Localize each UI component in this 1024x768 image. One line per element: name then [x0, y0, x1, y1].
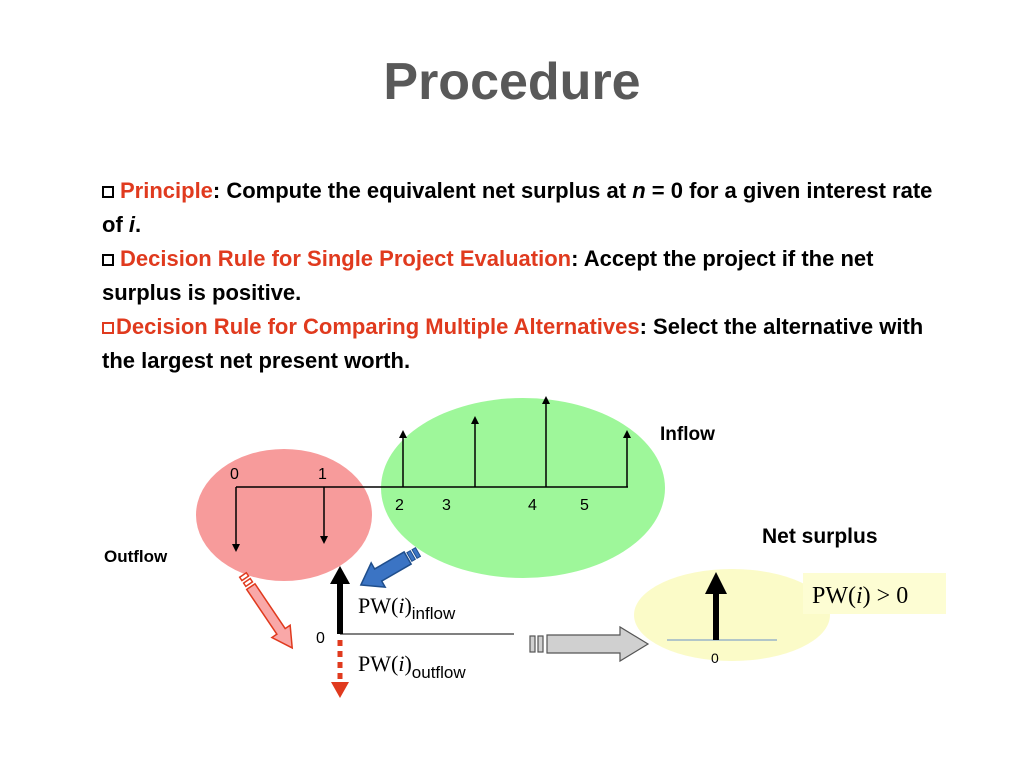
pw-inflow-arrowhead [330, 566, 350, 584]
bullet-text: : Select the alternative with the larges… [102, 314, 924, 373]
net-zero-label: 0 [711, 650, 719, 666]
variable-i: i [128, 212, 136, 237]
pw-zero-label: 0 [316, 630, 325, 647]
net-surplus-label: Net surplus [762, 525, 878, 548]
pw-inflow-label: PW(i)inflow [358, 593, 456, 623]
bullet-highlight: Decision Rule for Single Project Evaluat… [120, 246, 572, 271]
inflow-region [381, 398, 665, 578]
outflow-label: Outflow [104, 547, 168, 566]
tick-label: 3 [442, 497, 451, 514]
variable-n: n [632, 178, 646, 203]
checkbox-icon [102, 254, 114, 266]
bullet-single-project: Decision Rule for Single Project Evaluat… [102, 242, 942, 310]
bullet-highlight: Decision Rule for Comparing Multiple Alt… [116, 314, 640, 339]
outflow-to-pw-arrow [238, 571, 294, 650]
outflow-region [196, 449, 372, 581]
tick-label: 2 [395, 497, 404, 514]
checkbox-icon [102, 322, 114, 334]
bullet-principle: Principle: Compute the equivalent net su… [102, 174, 942, 242]
pw-outflow-arrowhead [331, 682, 349, 698]
bullet-highlight: Principle [120, 178, 213, 203]
bullet-text: : Compute the equivalent net surplus at [212, 178, 633, 203]
net-surplus-arrowhead [705, 572, 727, 594]
tick-label: 4 [528, 497, 537, 514]
inflow-to-pw-arrow [359, 546, 422, 588]
bullet-text: = 0 for a given interest rate of [102, 178, 933, 237]
inflow-label: Inflow [660, 424, 715, 445]
checkbox-icon [102, 186, 114, 198]
pw-outflow-label: PW(i)outflow [358, 651, 466, 682]
tick-label: 5 [580, 497, 589, 514]
pw-to-net-arrow [529, 625, 650, 663]
tick-label: 0 [230, 466, 239, 483]
result-box [803, 573, 946, 614]
bullet-text: . [135, 212, 142, 237]
page-title: Procedure [383, 53, 641, 111]
result-text: PW(i) > 0 [812, 583, 908, 609]
bullet-list: Principle: Compute the equivalent net su… [102, 174, 942, 378]
net-surplus-region [634, 569, 830, 661]
bullet-text: : Accept the project if the net surplus … [102, 246, 874, 305]
bullet-multiple-alternatives: Decision Rule for Comparing Multiple Alt… [102, 310, 942, 378]
tick-label: 1 [318, 466, 327, 483]
